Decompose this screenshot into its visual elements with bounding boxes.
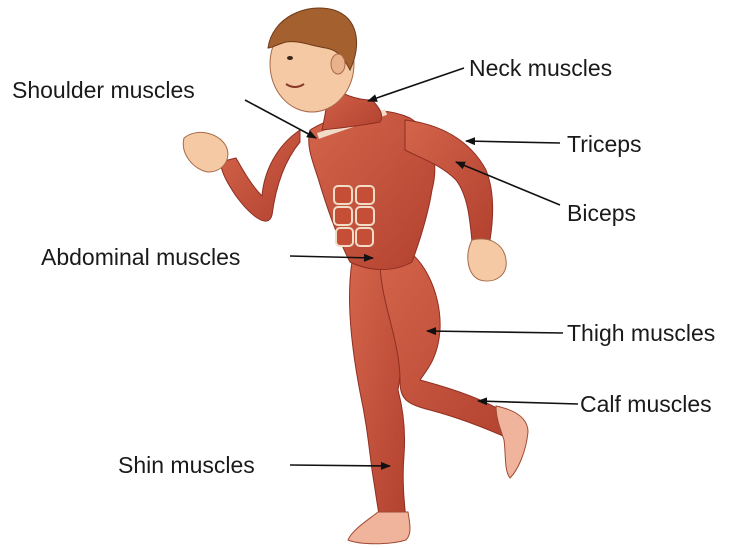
arrow-thigh (427, 331, 563, 333)
arrow-neck (368, 68, 464, 101)
arrow-shin (290, 465, 390, 466)
label-shin-muscles: Shin muscles (118, 452, 255, 478)
right-foot (496, 406, 528, 478)
label-biceps: Biceps (567, 200, 636, 226)
left-foot (348, 512, 410, 544)
left-arm (220, 130, 300, 221)
label-neck-muscles: Neck muscles (469, 55, 612, 81)
eye (287, 56, 293, 60)
label-calf-muscles: Calf muscles (580, 391, 712, 417)
label-shoulder-muscles: Shoulder muscles (12, 77, 195, 103)
label-triceps: Triceps (567, 131, 642, 157)
label-thigh-muscles: Thigh muscles (567, 320, 715, 346)
arrow-triceps (466, 141, 560, 143)
arrow-calf (478, 401, 578, 404)
label-abdominal-muscles: Abdominal muscles (41, 244, 240, 270)
right-fist (468, 239, 506, 281)
left-fist (183, 132, 227, 172)
ear (331, 54, 345, 74)
